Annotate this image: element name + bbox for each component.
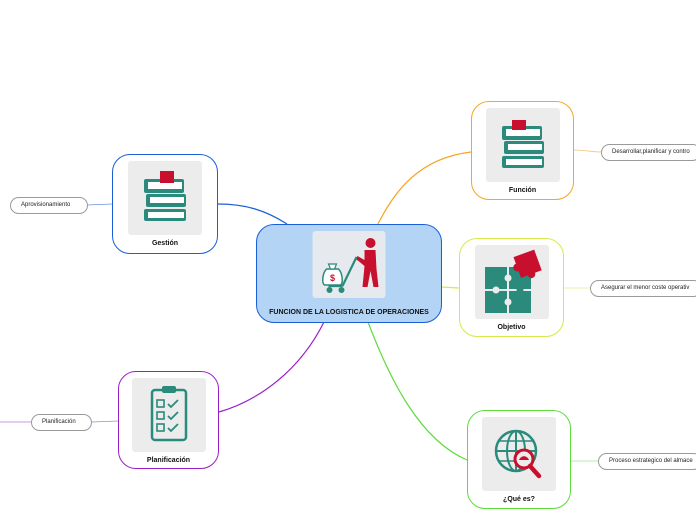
books-icon xyxy=(128,161,202,235)
topic-que-es[interactable]: ¿Qué es? xyxy=(467,410,571,509)
topic-gestion-label: Gestión xyxy=(151,240,179,247)
subtopic-funcion-desc[interactable]: Desarrollar,planificar y contro xyxy=(601,144,696,161)
worker-cart-icon: $ xyxy=(312,231,386,298)
checklist-icon xyxy=(131,378,206,452)
connector-funcion xyxy=(377,151,472,225)
topic-funcion[interactable]: Función xyxy=(471,101,574,200)
central-topic[interactable]: $ FUNCION DE LA LOGISTICA DE OPERACIONES xyxy=(256,224,442,323)
svg-text:$: $ xyxy=(330,273,335,283)
subtopic-que-es-desc[interactable]: Proceso estrategico del almace xyxy=(598,453,696,470)
connector-objetivo xyxy=(440,286,460,289)
topic-planificacion[interactable]: Planificación xyxy=(118,371,219,469)
topic-gestion[interactable]: Gestión xyxy=(112,154,218,254)
subtopic-planificacion[interactable]: Planificación xyxy=(31,414,92,431)
connector-gestion xyxy=(217,203,288,225)
topic-que-es-label: ¿Qué es? xyxy=(503,496,535,503)
connector-planificacion-sub xyxy=(91,420,119,423)
subtopic-aprovisionamiento[interactable]: Aprovisionamiento xyxy=(10,197,88,214)
globe-search-icon xyxy=(482,417,556,491)
connector-que-es xyxy=(367,321,468,461)
topic-objetivo[interactable]: Objetivo xyxy=(459,238,564,337)
topic-objetivo-label: Objetivo xyxy=(497,324,526,331)
connector-planificacion xyxy=(218,321,325,413)
subtopic-objetivo-desc[interactable]: Asegurar el menor coste operativ xyxy=(590,280,696,297)
topic-funcion-label: Función xyxy=(508,187,537,194)
connector-funcion-desc xyxy=(573,149,602,153)
topic-planificacion-label: Planificación xyxy=(146,457,191,464)
connector-aprovisionamiento xyxy=(86,203,113,206)
books-icon xyxy=(485,108,560,182)
central-topic-label: FUNCION DE LA LOGISTICA DE OPERACIONES xyxy=(269,309,429,316)
puzzle-icon xyxy=(474,245,549,319)
